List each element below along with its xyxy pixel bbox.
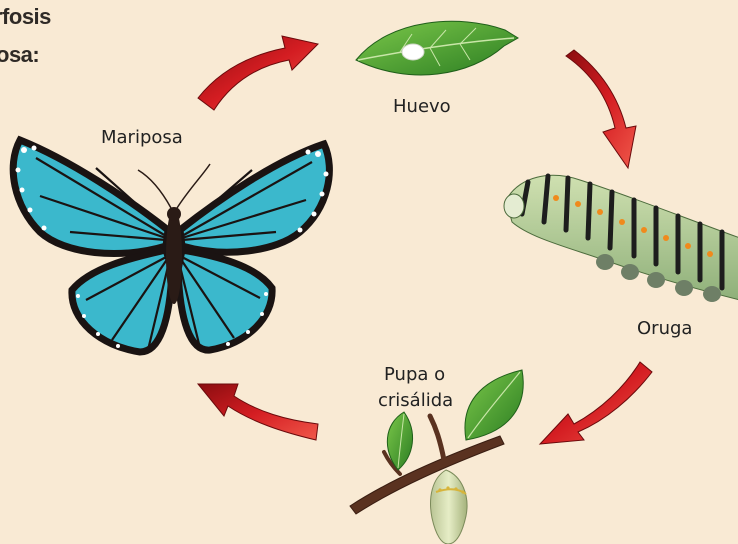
egg <box>401 43 425 61</box>
arrow-to-pupa <box>538 361 653 445</box>
title-line-2: osa: <box>0 42 40 67</box>
egg-leaf-illustration <box>355 20 519 76</box>
pupa-illustration <box>349 369 524 544</box>
label-pupa-line2: crisálida <box>378 390 454 411</box>
label-caterpillar: Oruga <box>637 318 693 339</box>
arrow-to-caterpillar <box>565 49 637 170</box>
label-butterfly: Mariposa <box>101 127 183 148</box>
arrow-to-egg <box>197 35 319 111</box>
caterpillar-illustration <box>503 173 738 302</box>
title-line-1: rfosis <box>0 4 51 29</box>
label-egg: Huevo <box>393 96 451 117</box>
butterfly-illustration <box>9 135 333 356</box>
arrow-to-butterfly <box>196 383 319 441</box>
label-pupa-line1: Pupa o <box>384 364 446 385</box>
